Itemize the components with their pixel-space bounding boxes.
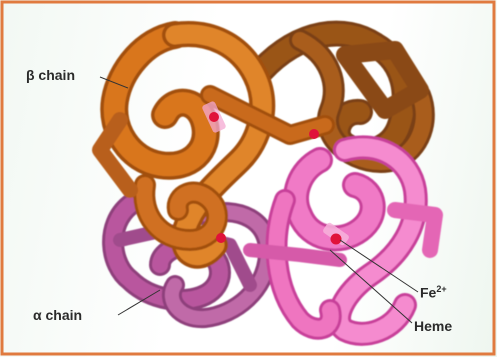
heme-group	[309, 129, 319, 139]
iron-label: Fe2+	[420, 284, 447, 301]
heme-group	[216, 233, 226, 243]
beta-chain-label: β chain	[26, 67, 75, 83]
alpha-chain-label: α chain	[33, 307, 82, 323]
iron-charge: 2+	[436, 284, 446, 294]
iron-symbol: Fe	[420, 285, 436, 301]
heme-label: Heme	[414, 318, 452, 334]
